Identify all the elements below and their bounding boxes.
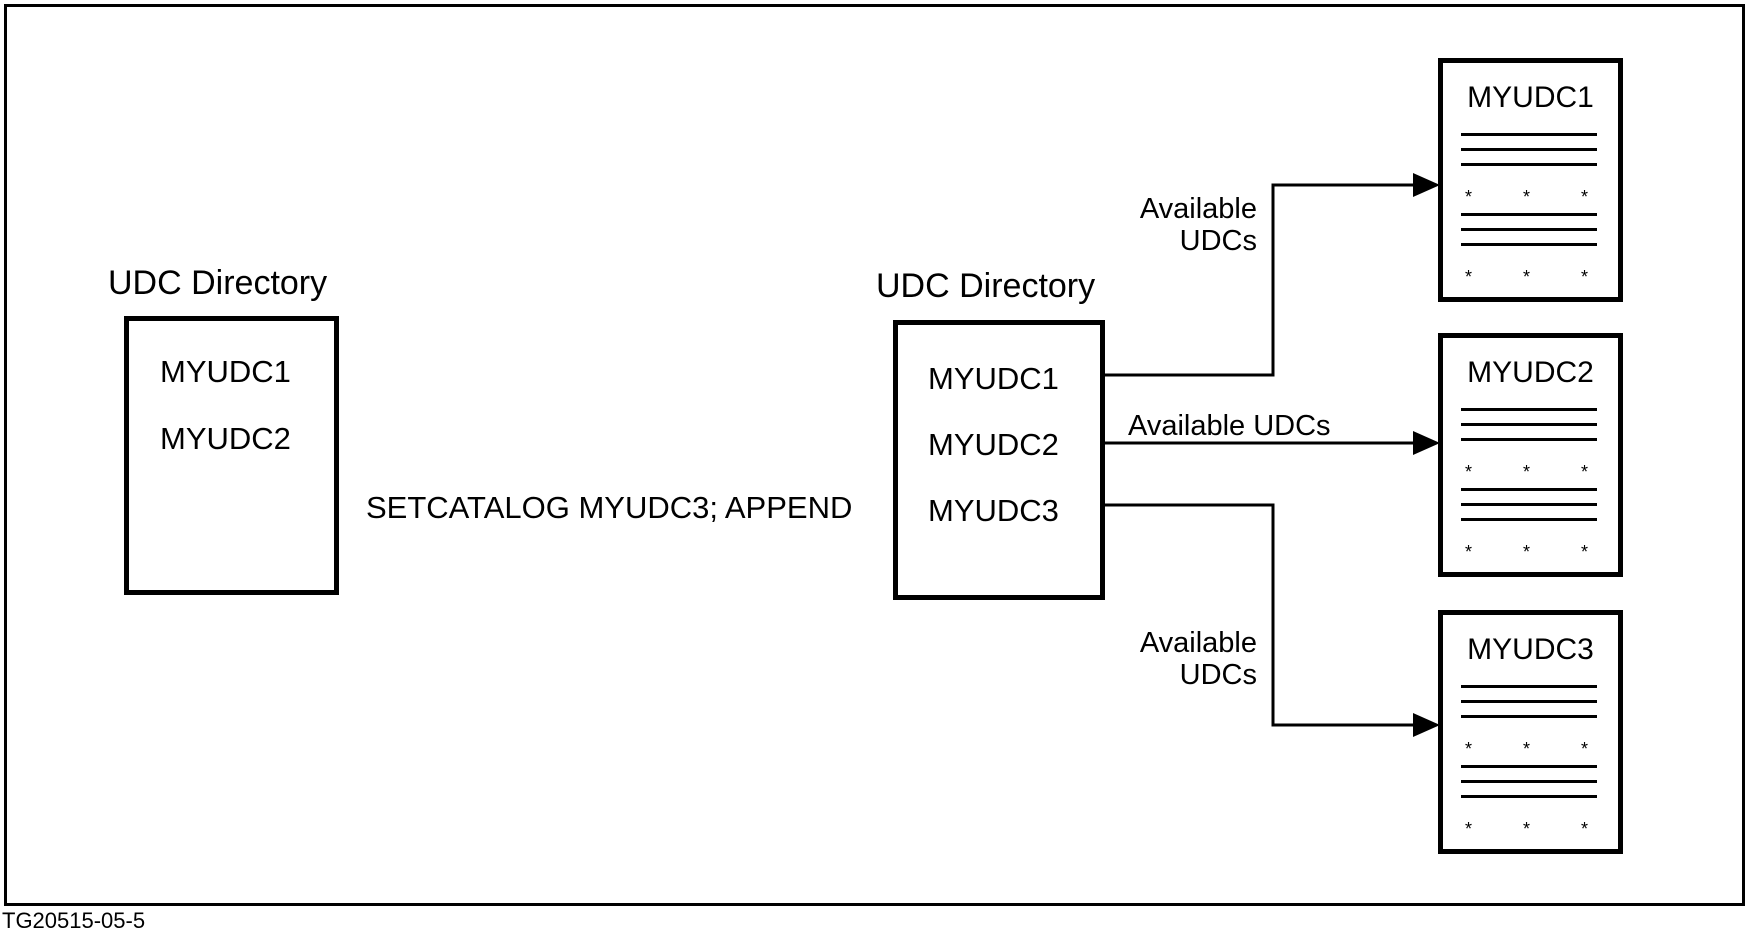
udc-file-title: MYUDC1 xyxy=(1467,81,1594,114)
text-line xyxy=(1461,133,1597,136)
text-line xyxy=(1461,765,1597,768)
text-line xyxy=(1461,243,1597,246)
right-directory-box: MYUDC1 MYUDC2 MYUDC3 xyxy=(893,320,1105,600)
text-line xyxy=(1461,795,1597,798)
star-icon: * xyxy=(1523,187,1531,207)
right-directory-heading: UDC Directory xyxy=(876,267,1096,305)
arrow-label-top-line2: UDCs xyxy=(1179,225,1257,257)
text-line xyxy=(1461,408,1597,411)
arrowhead-myudc1 xyxy=(1413,173,1440,197)
text-line xyxy=(1461,780,1597,783)
star-icon: * xyxy=(1523,819,1531,839)
star-icon: * xyxy=(1465,819,1473,839)
star-icon: * xyxy=(1465,739,1473,759)
text-line xyxy=(1461,423,1597,426)
udc-file-myudc3: MYUDC3 * * * * * * xyxy=(1438,610,1623,854)
text-line xyxy=(1461,148,1597,151)
star-icon: * xyxy=(1581,267,1589,287)
text-line xyxy=(1461,228,1597,231)
star-icon: * xyxy=(1523,739,1531,759)
left-directory-entry: MYUDC1 xyxy=(160,354,291,389)
text-line xyxy=(1461,163,1597,166)
setcatalog-command: SETCATALOG MYUDC3; APPEND xyxy=(366,490,853,525)
arrow-label-bottom-line2: UDCs xyxy=(1179,659,1257,691)
left-directory-heading: UDC Directory xyxy=(108,264,328,302)
star-icon: * xyxy=(1523,267,1531,287)
figure-code: TG20515-05-5 xyxy=(2,908,146,933)
right-directory-entry: MYUDC2 xyxy=(928,427,1059,462)
arrow-myudc3 xyxy=(1105,503,1437,727)
arrow-label-bottom: Available UDCs xyxy=(1100,627,1257,691)
star-icon: * xyxy=(1465,462,1473,482)
udc-file-title: MYUDC2 xyxy=(1467,356,1594,389)
figure-frame xyxy=(4,4,1745,906)
star-icon: * xyxy=(1523,542,1531,562)
right-directory-entry: MYUDC1 xyxy=(928,361,1059,396)
text-line xyxy=(1461,503,1597,506)
star-icon: * xyxy=(1523,462,1531,482)
star-icon: * xyxy=(1581,187,1589,207)
star-icon: * xyxy=(1465,187,1473,207)
star-icon: * xyxy=(1465,267,1473,287)
text-line xyxy=(1461,715,1597,718)
left-directory-entry: MYUDC2 xyxy=(160,421,291,456)
udc-file-title: MYUDC3 xyxy=(1467,633,1594,666)
udc-file-myudc1: MYUDC1 * * * * * * xyxy=(1438,58,1623,302)
arrow-myudc1 xyxy=(1105,183,1437,377)
star-icon: * xyxy=(1465,542,1473,562)
star-icon: * xyxy=(1581,819,1589,839)
arrow-label-middle: Available UDCs xyxy=(1128,410,1331,442)
text-line xyxy=(1461,213,1597,216)
text-line xyxy=(1461,685,1597,688)
text-line xyxy=(1461,518,1597,521)
text-line xyxy=(1461,700,1597,703)
text-line xyxy=(1461,438,1597,441)
star-icon: * xyxy=(1581,542,1589,562)
arrowhead-myudc2 xyxy=(1413,431,1440,455)
text-line xyxy=(1461,488,1597,491)
right-directory-entry: MYUDC3 xyxy=(928,493,1059,528)
arrow-label-top: Available UDCs xyxy=(1100,193,1257,257)
star-icon: * xyxy=(1581,462,1589,482)
arrowhead-myudc3 xyxy=(1413,713,1440,737)
arrow-label-top-line1: Available xyxy=(1139,193,1257,225)
arrow-label-bottom-line1: Available xyxy=(1139,627,1257,659)
left-directory-box: MYUDC1 MYUDC2 xyxy=(124,316,339,595)
star-icon: * xyxy=(1581,739,1589,759)
udc-file-myudc2: MYUDC2 * * * * * * xyxy=(1438,333,1623,577)
